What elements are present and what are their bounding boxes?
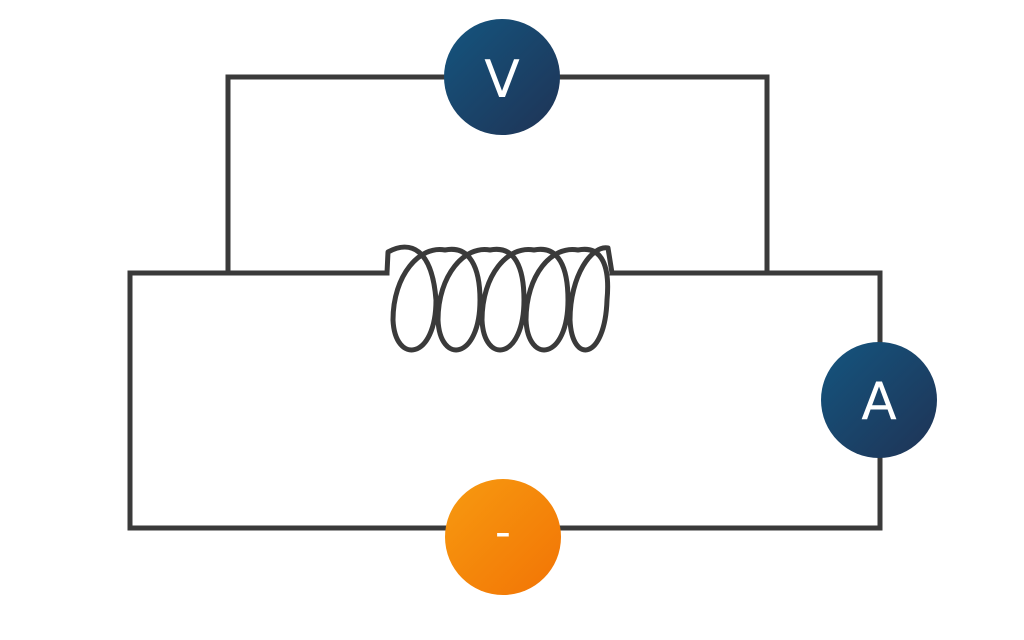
coil-icon [384,244,615,353]
ammeter-label: A [861,372,897,432]
power-source-circle [445,479,561,595]
power-source: - [445,479,561,595]
power-source-label: - [495,507,511,558]
ammeter-circle [821,342,937,458]
voltmeter: V [444,19,560,135]
voltmeter-circle [444,19,560,135]
voltmeter-label: V [484,50,520,110]
ammeter: A [821,342,937,458]
